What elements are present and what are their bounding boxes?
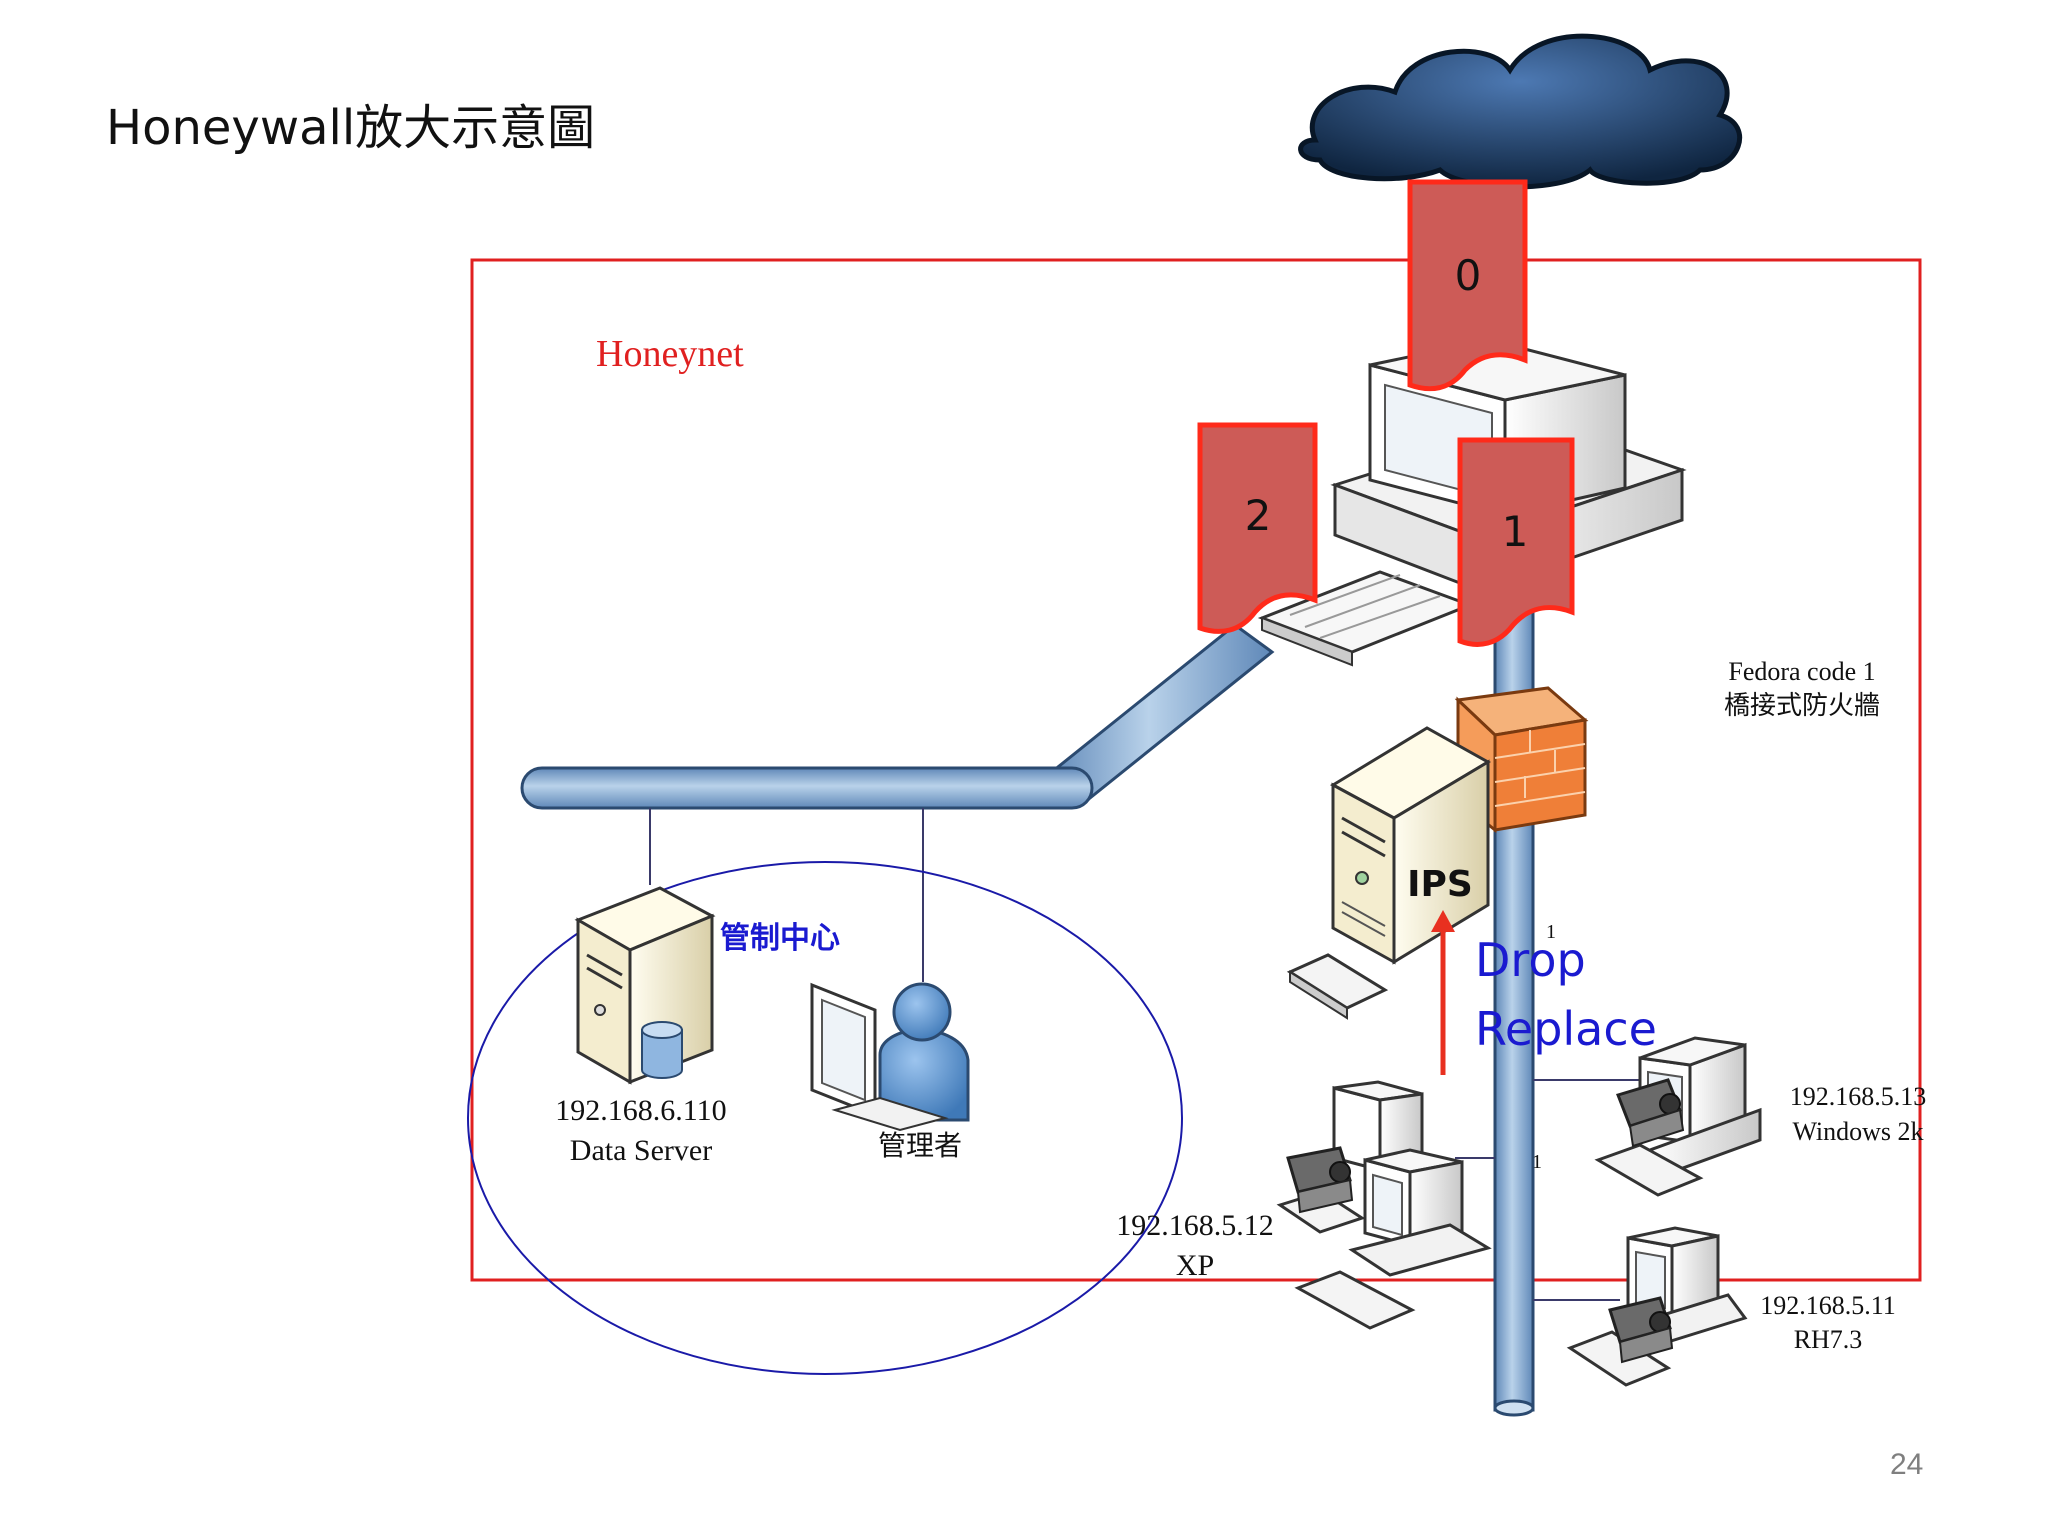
host-xp-ip: 192.168.5.12: [1116, 1209, 1274, 1242]
honeynet-boundary: [470, 258, 1922, 1282]
host-windows2k-os: Windows 2k: [1792, 1117, 1923, 1146]
firewall-caption-line2: 橋接式防火牆: [1724, 691, 1880, 720]
honeynet-label: Honeynet: [596, 333, 744, 375]
data-server-icon: [574, 886, 716, 1085]
flag-1-label: 1: [1502, 507, 1529, 556]
action-replace-label: Replace: [1475, 1002, 1657, 1056]
internet-cloud-icon: [1298, 33, 1743, 190]
firewall-caption-line1: Fedora code 1: [1728, 657, 1875, 686]
data-server-ip: 192.168.6.110: [555, 1094, 726, 1127]
page-number: 24: [1890, 1448, 1924, 1481]
host-rh73-ip: 192.168.5.11: [1760, 1291, 1896, 1320]
action-drop-label: Drop: [1475, 933, 1586, 987]
data-server-name: Data Server: [570, 1134, 712, 1167]
host-xp-os: XP: [1176, 1249, 1214, 1282]
slide-title: Honeywall放大示意圖: [106, 100, 596, 156]
admin-label: 管理者: [878, 1130, 962, 1162]
host-rh73-os: RH7.3: [1794, 1325, 1863, 1354]
control-center-ellipse: [467, 861, 1183, 1375]
flag-2: 2: [1197, 422, 1318, 634]
port-label: 1: [1546, 921, 1556, 943]
camera-icon: [1608, 1296, 1674, 1364]
host-xp-computer-icon: [1276, 1080, 1492, 1330]
ips-label: IPS: [1407, 864, 1473, 905]
ips-server-icon: IPS: [1286, 726, 1492, 1020]
camera-icon: [1286, 1146, 1354, 1214]
camera-icon: [1616, 1078, 1685, 1148]
flag-0: 0: [1407, 179, 1528, 392]
lan-pipe: [520, 623, 1275, 810]
admin-workstation-icon: [810, 982, 970, 1132]
control-center-label: 管制中心: [720, 921, 840, 956]
flag-1: 1: [1457, 437, 1575, 647]
host-windows2k-ip: 192.168.5.13: [1790, 1082, 1927, 1111]
port-label-2: 1: [1532, 1151, 1542, 1173]
flag-0-label: 0: [1455, 251, 1482, 300]
flag-2-label: 2: [1245, 491, 1272, 540]
backbone-pipe: [1493, 558, 1535, 1417]
upward-arrow: [1431, 910, 1455, 1075]
